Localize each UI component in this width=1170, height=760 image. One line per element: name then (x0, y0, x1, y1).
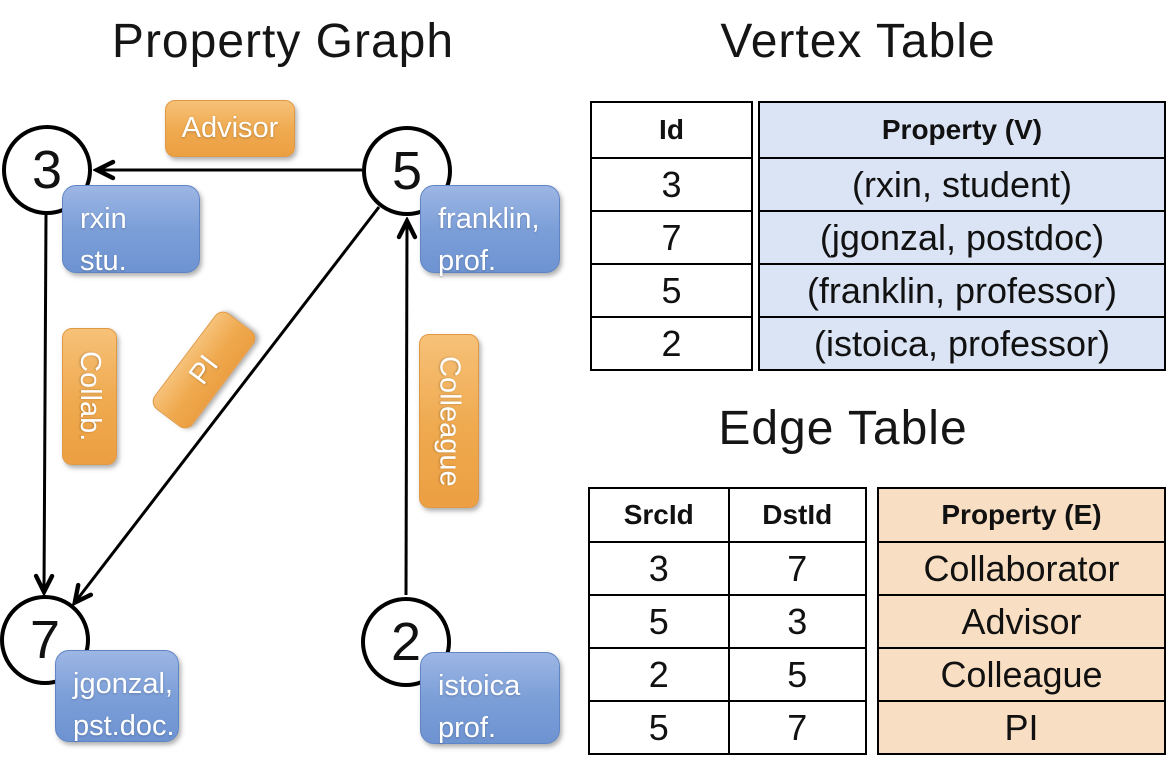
vertex-table-property-cell: (rxin, student) (760, 157, 1164, 210)
edge-table-dstid-cell: 3 (729, 594, 865, 647)
vertex-property-box-2: istoica prof. (420, 652, 560, 744)
edge-label-pi: PI (148, 307, 260, 433)
vertex-node-5-id: 5 (391, 141, 423, 201)
vertex-node-3: 3 (2, 125, 92, 215)
edge-table-dstid-column: DstId 7 3 5 7 (727, 489, 865, 753)
vertex-table-property-header: Property (V) (760, 103, 1164, 157)
edge-table-title: Edge Table (718, 402, 968, 455)
edge-table-property-column: Property (E) Collaborator Advisor Collea… (877, 487, 1166, 755)
vertex-property-box-7: jgonzal, pst.doc. (55, 650, 179, 742)
vertex-node-3-id: 3 (31, 140, 63, 200)
edge-table-property-cell: Advisor (879, 594, 1164, 647)
edge-table-srcid-header: SrcId (623, 499, 694, 530)
vertex-property-line2: pst.doc. (73, 710, 175, 743)
edge-arrow-3-to-7 (44, 213, 46, 590)
vertex-property-line1: istoica (438, 670, 521, 702)
edge-table-dstid-cell: 7 (729, 541, 865, 594)
vertex-property-box-3: rxin stu. (62, 185, 200, 277)
vertex-table-property-cell: (franklin, professor) (760, 263, 1164, 316)
edge-table-property-cell: Colleague (879, 647, 1164, 700)
property-graph-title: Property Graph (111, 15, 455, 68)
vertex-property-line2: stu. (80, 245, 127, 278)
vertex-property-line1: franklin, (438, 203, 540, 235)
vertex-node-5: 5 (362, 126, 452, 216)
edge-table-dstid-header: DstId (762, 499, 833, 530)
vertex-table-id-cell: 7 (592, 210, 751, 263)
vertex-table-id-header: Id (659, 114, 684, 145)
edge-label-colleague: Colleague (419, 334, 479, 508)
edge-table-srcid-column: SrcId 3 5 2 5 (590, 489, 728, 753)
edge-table-property-cell: Collaborator (879, 541, 1164, 594)
vertex-table-property-column: Property (V) (rxin, student) (jgonzal, p… (758, 101, 1166, 371)
edge-table-dstid-cell: 5 (729, 647, 865, 700)
vertex-table-id-cell: 3 (592, 157, 751, 210)
vertex-node-2-id: 2 (390, 612, 422, 672)
edge-table-srcid-cell: 5 (590, 594, 728, 647)
vertex-table-title: Vertex Table (720, 15, 996, 68)
vertex-table-property-cell: (jgonzal, postdoc) (760, 210, 1164, 263)
vertex-property-line2: prof. (438, 245, 497, 278)
vertex-table-id-column: Id 3 7 5 2 (590, 101, 753, 371)
vertex-table-property-cell: (istoica, professor) (760, 316, 1164, 369)
vertex-table-id-cell: 2 (592, 316, 751, 369)
edge-arrow-2-to-5 (406, 223, 407, 596)
edge-table-srcid-cell: 5 (590, 700, 728, 753)
edge-table-srcid-cell: 2 (590, 647, 728, 700)
vertex-table-id-cell: 5 (592, 263, 751, 316)
edge-table-dstid-cell: 7 (729, 700, 865, 753)
edge-label-advisor: Advisor (165, 100, 295, 157)
vertex-property-box-5: franklin, prof. (420, 185, 560, 277)
edge-table-id-columns: SrcId 3 5 2 5 DstId 7 3 5 7 (588, 487, 867, 755)
edge-table-property-header: Property (E) (879, 489, 1164, 541)
vertex-property-line2: prof. (438, 712, 497, 745)
edge-table-srcid-cell: 3 (590, 541, 728, 594)
edge-table-property-cell: PI (879, 700, 1164, 753)
edge-label-collab: Collab. (62, 328, 117, 465)
vertex-property-line1: jgonzal, (73, 668, 173, 700)
vertex-property-line1: rxin (80, 203, 127, 235)
